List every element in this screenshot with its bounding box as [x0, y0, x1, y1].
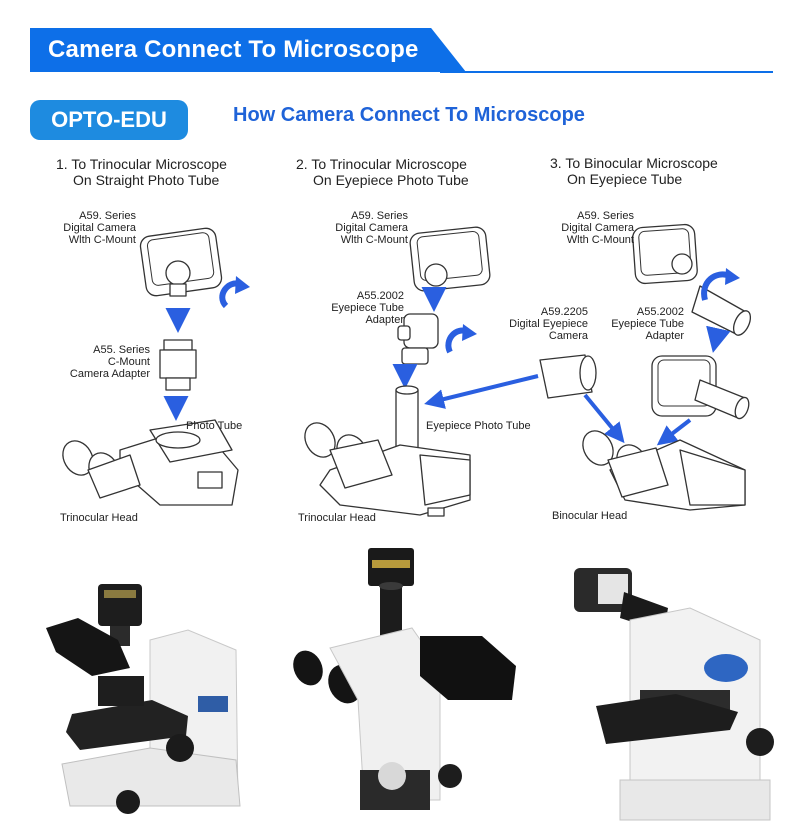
diagram-2-heading-line1: 2. To Trinocular Microscope	[296, 156, 467, 172]
diagram-2-arrow-to-tube	[424, 374, 539, 409]
diagram-2-eyepiece-adapter	[397, 313, 439, 365]
adapter-label-line: A55. Series	[93, 344, 150, 356]
banner-underline	[440, 71, 773, 73]
camera-label-line: A59. Series	[351, 210, 408, 222]
diagram-3-camera-label: A59. Series Digital Camera Wlth C-Mount	[540, 210, 634, 246]
diagram-3-eyepiece-camera	[540, 355, 592, 398]
diagram-1-tube-label: Photo Tube	[186, 420, 243, 432]
diagram-2-eyepiece-camera-label: A59.2205 Digital Eyepiece Camera	[490, 306, 588, 342]
brand-badge: OPTO-EDU	[30, 100, 188, 140]
diagram-2-rotate-arrow-icon	[445, 324, 477, 354]
diagram-3-adapter-label: A55.2002 Eyepiece Tube Adapter	[590, 306, 684, 342]
photo-microscope-3	[560, 556, 780, 830]
diagram-3-heading-line2: On Eyepiece Tube	[567, 171, 683, 187]
diagram-2-head-label: Trinocular Head	[298, 512, 376, 524]
diagram-1-trinocular-head	[62, 419, 239, 506]
diagram-3-rotate-arrow-icon	[701, 268, 740, 301]
adapter-label-line: Adapter	[645, 330, 684, 342]
diagram-3-head-label: Binocular Head	[552, 510, 628, 522]
camera-label-line: Wlth C-Mount	[68, 234, 136, 246]
diagram-1-heading-line1: 1. To Trinocular Microscope	[56, 156, 227, 172]
section-subtitle: How Camera Connect To Microscope	[233, 104, 585, 126]
adapter-label-line: Camera Adapter	[69, 368, 150, 380]
title-banner	[30, 28, 466, 72]
diagram-3-arrow-down-1	[706, 325, 731, 353]
eyepiece-camera-label-line: A59.2205	[540, 306, 588, 318]
diagram-1-heading-line2: On Straight Photo Tube	[73, 172, 220, 188]
diagram-1-heading: 1. To Trinocular Microscope On Straight …	[56, 156, 227, 188]
diagram-2-tube-label: Eyepiece Photo Tube	[426, 420, 531, 432]
adapter-label-line: C-Mount	[107, 356, 150, 368]
diagram-3-binocular-head	[582, 430, 746, 511]
adapter-label-line: A55.2002	[356, 290, 404, 302]
camera-label-line: Digital Camera	[561, 222, 634, 234]
diagram-2-camera-label: A59. Series Digital Camera Wlth C-Mount	[316, 210, 408, 246]
adapter-label-line: Eyepiece Tube	[331, 302, 404, 314]
camera-label-line: A59. Series	[577, 210, 634, 222]
diagram-3-camera	[632, 223, 698, 285]
diagram-1-c-mount-adapter	[159, 339, 197, 391]
diagram-2-eyepiece-camera	[539, 354, 597, 399]
eyepiece-camera-label-line: Digital Eyepiece	[509, 318, 588, 330]
adapter-label-line: Adapter	[365, 314, 404, 326]
eyepiece-camera-label-line: Camera	[548, 330, 588, 342]
diagram-1-camera	[139, 227, 223, 297]
diagram-3-heading: 3. To Binocular Microscope On Eyepiece T…	[550, 155, 718, 187]
camera-label-line: Wlth C-Mount	[566, 234, 634, 246]
diagram-3-arrow-to-head-left	[583, 393, 625, 444]
diagram-1-rotate-arrow-icon	[219, 276, 250, 309]
photo-microscope-1	[46, 550, 260, 830]
camera-label-line: A59. Series	[79, 210, 136, 222]
camera-label-line: Digital Camera	[63, 222, 136, 234]
diagram-3-arrow-to-head-right	[656, 418, 692, 446]
camera-label-line: Wlth C-Mount	[340, 234, 408, 246]
diagram-2-camera	[409, 226, 491, 292]
diagram-3-heading-line1: 3. To Binocular Microscope	[550, 155, 718, 171]
adapter-label-line: A55.2002	[636, 306, 684, 318]
diagram-2-trinocular-head	[304, 385, 471, 517]
camera-label-line: Digital Camera	[335, 222, 408, 234]
diagram-2-heading: 2. To Trinocular Microscope On Eyepiece …	[296, 156, 469, 188]
adapter-label-line: Eyepiece Tube	[611, 318, 684, 330]
diagram-1-head-label: Trinocular Head	[60, 512, 138, 524]
diagram-2-adapter-label: A55.2002 Eyepiece Tube Adapter	[312, 290, 404, 326]
photo-microscope-2	[290, 548, 520, 830]
diagram-2-heading-line2: On Eyepiece Photo Tube	[313, 172, 469, 188]
diagram-3-assembled-camera	[651, 355, 750, 420]
banner-title: Camera Connect To Microscope	[48, 36, 419, 63]
diagram-1-adapter-label: A55. Series C-Mount Camera Adapter	[58, 344, 150, 380]
diagram-1-camera-label: A59. Series Digital Camera Wlth C-Mount	[44, 210, 136, 246]
brand-text: OPTO-EDU	[51, 107, 167, 132]
